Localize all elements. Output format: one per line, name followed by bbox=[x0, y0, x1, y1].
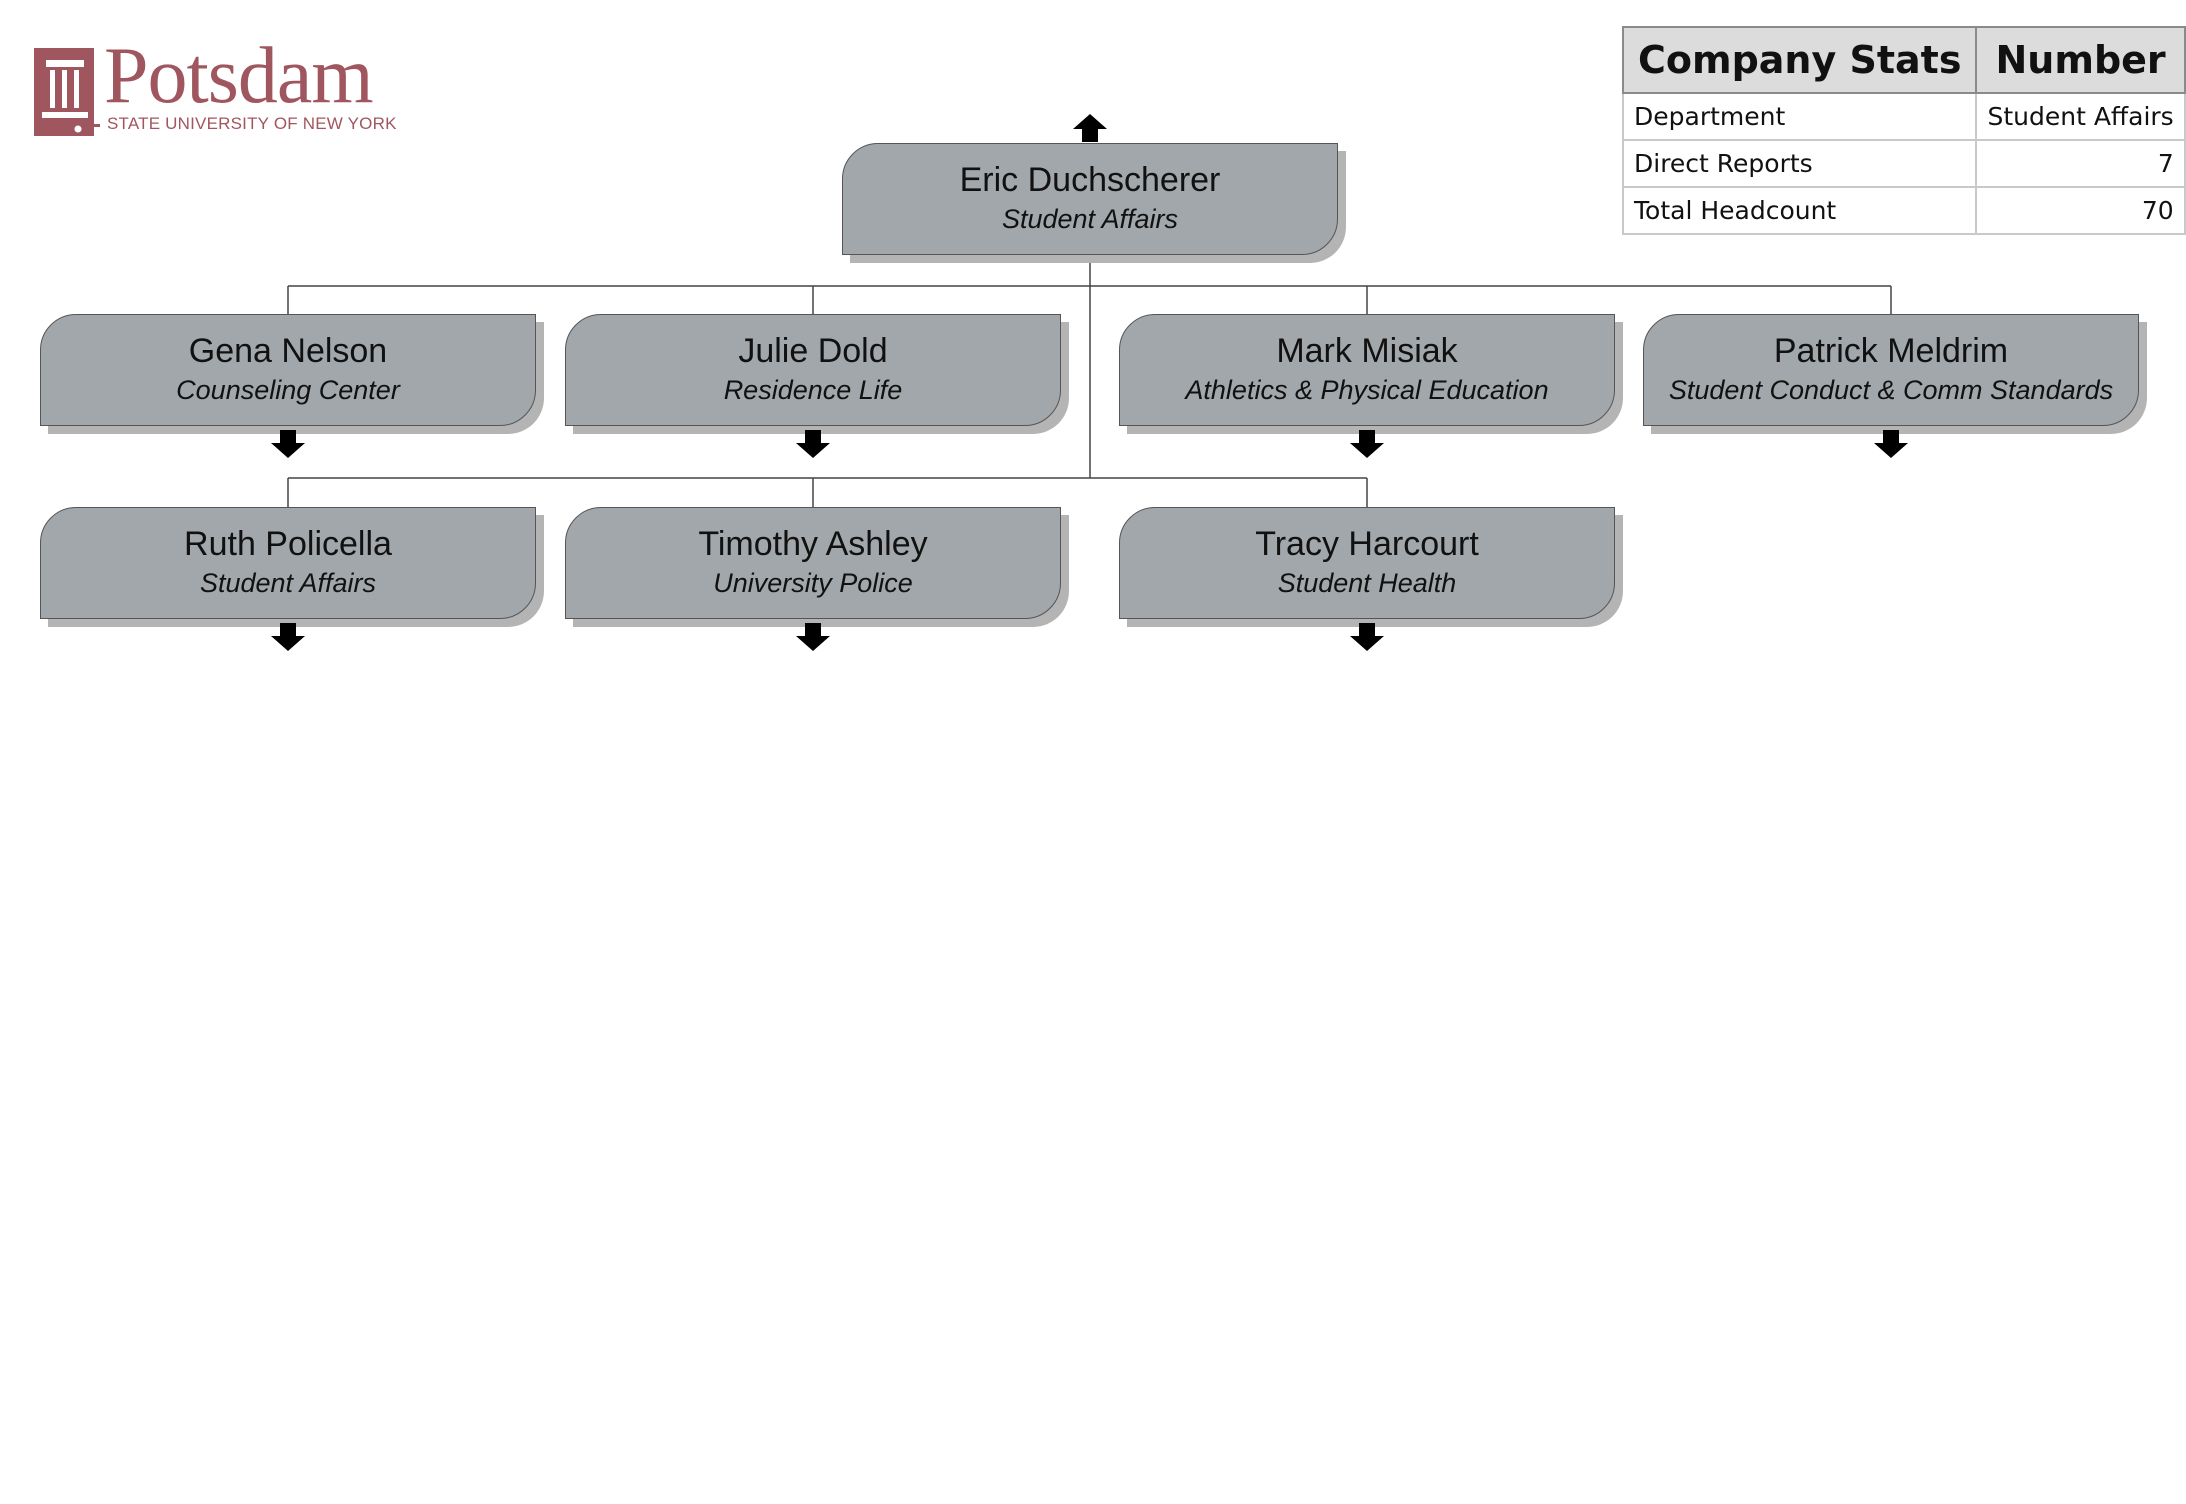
node-name: Tracy Harcourt bbox=[1255, 525, 1479, 563]
node-name: Patrick Meldrim bbox=[1773, 332, 2009, 370]
node-department: Student Affairs bbox=[199, 568, 377, 598]
expand-down-arrow-icon[interactable] bbox=[1350, 623, 1384, 651]
expand-down-arrow-icon[interactable] bbox=[796, 430, 830, 458]
node-department: Residence Life bbox=[723, 375, 903, 405]
node-department: Student Affairs bbox=[1001, 204, 1179, 234]
node-name: Gena Nelson bbox=[188, 332, 388, 370]
org-node[interactable]: Mark Misiak Athletics & Physical Educati… bbox=[1119, 314, 1615, 426]
expand-down-arrow-icon[interactable] bbox=[1350, 430, 1384, 458]
stats-header-label: Company Stats bbox=[1621, 26, 1978, 94]
stats-header-row: Company Stats Number bbox=[1621, 26, 2186, 94]
node-department: Student Health bbox=[1277, 568, 1457, 598]
stats-row-value: 70 bbox=[1975, 186, 2186, 235]
org-node[interactable]: Julie Dold Residence Life bbox=[565, 314, 1061, 426]
node-name: Mark Misiak bbox=[1276, 332, 1458, 370]
org-node[interactable]: Timothy Ashley University Police bbox=[565, 507, 1061, 619]
stats-row-label: Direct Reports bbox=[1621, 139, 1978, 188]
node-name: Julie Dold bbox=[738, 332, 888, 370]
node-department: Student Conduct & Comm Standards bbox=[1668, 375, 2114, 405]
node-name: Timothy Ashley bbox=[698, 525, 928, 563]
navigate-up-arrow-icon[interactable] bbox=[1073, 114, 1107, 142]
node-department: Counseling Center bbox=[176, 375, 400, 405]
stats-row-label: Department bbox=[1621, 92, 1978, 141]
org-node[interactable]: Gena Nelson Counseling Center bbox=[40, 314, 536, 426]
expand-down-arrow-icon[interactable] bbox=[1874, 430, 1908, 458]
company-stats-table: Company Stats Number Department Student … bbox=[1621, 26, 2186, 235]
expand-down-arrow-icon[interactable] bbox=[271, 623, 305, 651]
logo-wordmark: Potsdam bbox=[104, 32, 374, 120]
table-row: Total Headcount 70 bbox=[1621, 186, 2186, 235]
stats-row-value: 7 bbox=[1975, 139, 2186, 188]
stats-row-value: Student Affairs bbox=[1975, 92, 2186, 141]
stats-row-label: Total Headcount bbox=[1621, 186, 1978, 235]
campus-building-icon bbox=[34, 48, 100, 136]
node-name: Ruth Policella bbox=[184, 525, 392, 563]
stats-header-value: Number bbox=[1975, 26, 2186, 94]
node-department: Athletics & Physical Education bbox=[1185, 375, 1549, 405]
org-node[interactable]: Tracy Harcourt Student Health bbox=[1119, 507, 1615, 619]
node-department: University Police bbox=[713, 568, 913, 598]
table-row: Direct Reports 7 bbox=[1621, 139, 2186, 188]
table-row: Department Student Affairs bbox=[1621, 92, 2186, 141]
expand-down-arrow-icon[interactable] bbox=[796, 623, 830, 651]
org-node[interactable]: Ruth Policella Student Affairs bbox=[40, 507, 536, 619]
logo-tagline: STATE UNIVERSITY OF NEW YORK bbox=[107, 114, 397, 133]
org-node-root[interactable]: Eric Duchscherer Student Affairs bbox=[842, 143, 1338, 255]
org-node[interactable]: Patrick Meldrim Student Conduct & Comm S… bbox=[1643, 314, 2139, 426]
org-connectors bbox=[287, 259, 1892, 507]
expand-down-arrow-icon[interactable] bbox=[271, 430, 305, 458]
node-name: Eric Duchscherer bbox=[959, 161, 1221, 199]
potsdam-logo: Potsdam STATE UNIVERSITY OF NEW YORK bbox=[32, 36, 402, 142]
